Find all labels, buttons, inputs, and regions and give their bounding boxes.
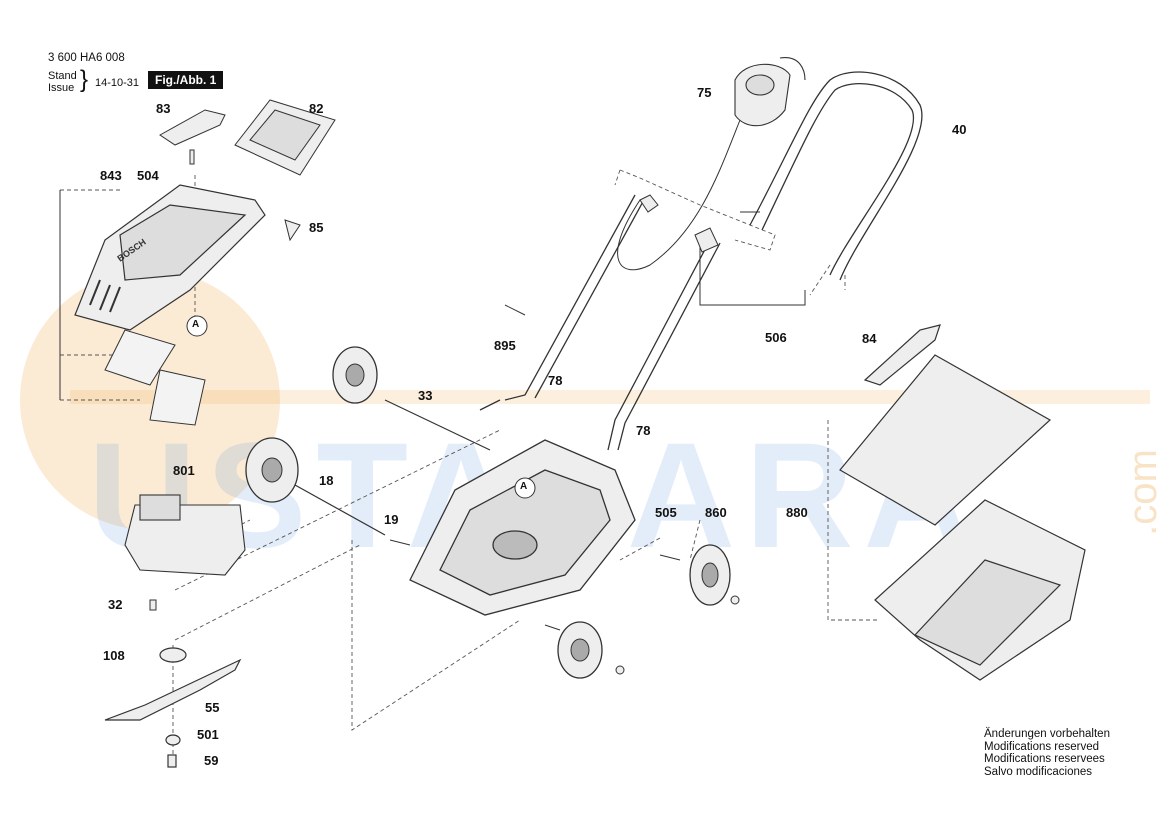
callout-label: 59	[204, 753, 219, 768]
callout-label: 55	[205, 700, 220, 715]
callout-label: 504	[137, 168, 159, 183]
callout-label: A	[520, 481, 528, 492]
callout-label: 895	[494, 338, 516, 353]
callout-label: 843	[100, 168, 122, 183]
callout-label: 505	[655, 505, 677, 520]
callout-label: 82	[309, 101, 324, 116]
callout-label: A	[192, 319, 200, 330]
callout-label: 501	[197, 727, 219, 742]
callout-label: 880	[786, 505, 808, 520]
callout-label: 40	[952, 122, 967, 137]
callout-label: 78	[636, 423, 651, 438]
callout-label: 75	[697, 85, 712, 100]
callout-label: 108	[103, 648, 125, 663]
doc-number: 3 600 HA6 008	[48, 52, 125, 64]
callout-label: 84	[862, 331, 877, 346]
callout-label: 506	[765, 330, 787, 345]
note-line: Modifications reservees	[984, 753, 1105, 765]
callout-label: 19	[384, 512, 399, 527]
issue-label: Issue	[48, 82, 75, 94]
note-line: Änderungen vorbehalten	[984, 728, 1110, 740]
note-line: Salvo modificaciones	[984, 765, 1093, 778]
figure-tag: Fig./Abb. 1	[148, 71, 224, 89]
issue-date: 14-10-31	[95, 77, 140, 89]
callout-label: 801	[173, 463, 195, 478]
stand-label: Stand	[48, 70, 77, 82]
callout-label: 83	[156, 101, 171, 116]
callout-label: 32	[108, 597, 123, 612]
brace-icon: }	[80, 66, 89, 93]
callout-label: 33	[418, 388, 433, 403]
callout-label: 78	[548, 373, 563, 388]
callout-label: 18	[319, 473, 334, 488]
modifications-note: Änderungen vorbehalten Modifications res…	[984, 728, 1110, 778]
callout-label: 85	[309, 220, 324, 235]
callout-label: 860	[705, 505, 727, 520]
note-line: Modifications reserved	[984, 740, 1100, 753]
